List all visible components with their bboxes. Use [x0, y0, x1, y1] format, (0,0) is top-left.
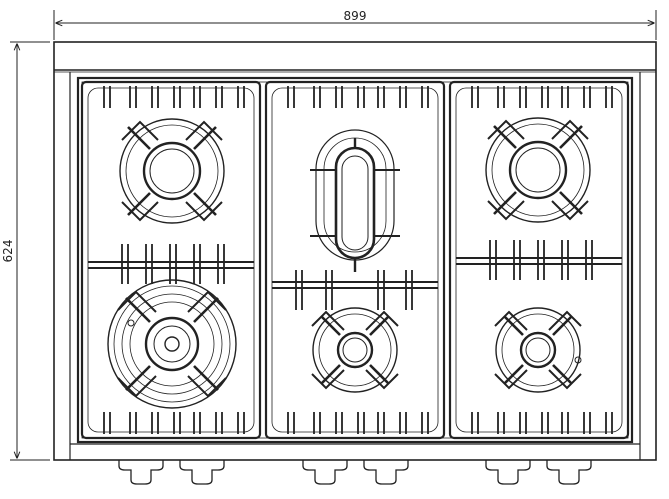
grate-finger-bottom — [335, 412, 343, 434]
grate-finger-top — [103, 86, 111, 108]
grate-finger-bottom — [173, 412, 181, 434]
grate-finger-mid — [217, 244, 225, 284]
grate-cross-bars — [88, 257, 622, 289]
grate-finger-top — [129, 86, 137, 108]
grate-finger-top — [173, 86, 181, 108]
grate-finger-mid — [585, 240, 593, 280]
grate-finger-mid — [405, 270, 413, 310]
depth-dimension-label: 624 — [1, 240, 15, 263]
grate-finger-bottom — [497, 412, 505, 434]
grate-finger-top — [497, 86, 505, 108]
grate-finger-bottom — [129, 412, 137, 434]
grate-finger-top — [377, 86, 385, 108]
grate-finger-mid — [295, 270, 303, 310]
grate-left — [80, 80, 262, 440]
grate-finger-bottom — [313, 412, 321, 434]
grate-fingers — [103, 86, 613, 434]
burner-rear-right — [485, 117, 591, 223]
control-knob[interactable] — [546, 460, 592, 485]
cooktop-body — [53, 41, 657, 461]
grate-finger-top — [519, 86, 527, 108]
grate-finger-mid — [537, 240, 545, 280]
grate-finger-top — [335, 86, 343, 108]
grate-finger-bottom — [237, 412, 245, 434]
grate-finger-top — [151, 86, 159, 108]
grate-finger-mid — [121, 244, 129, 284]
burner-center-rear-oval — [310, 129, 400, 272]
control-knob[interactable] — [363, 460, 409, 485]
grate-finger-bottom — [399, 412, 407, 434]
grate-finger-mid — [377, 270, 385, 310]
grate-finger-bottom — [287, 412, 295, 434]
grate-finger-top — [313, 86, 321, 108]
grate-finger-mid — [561, 240, 569, 280]
width-dimension-label: 899 — [344, 9, 367, 23]
grate-finger-bottom — [215, 412, 223, 434]
grate-finger-bottom — [103, 412, 111, 434]
control-knob[interactable] — [485, 460, 531, 485]
grate-finger-top — [541, 86, 549, 108]
control-knob[interactable] — [118, 460, 164, 485]
grate-finger-top — [471, 86, 479, 108]
grate-finger-top — [287, 86, 295, 108]
grate-finger-bottom — [357, 412, 365, 434]
burner-front-left — [107, 279, 237, 409]
grate-finger-top — [561, 86, 569, 108]
grate-finger-bottom — [519, 412, 527, 434]
grate-finger-mid — [489, 240, 497, 280]
grate-finger-mid — [513, 240, 521, 280]
control-knob[interactable] — [179, 460, 225, 485]
grate-finger-top — [583, 86, 591, 108]
grate-finger-bottom — [193, 412, 201, 434]
grate-finger-bottom — [421, 412, 429, 434]
grate-finger-top — [605, 86, 613, 108]
grate-finger-top — [399, 86, 407, 108]
grate-finger-mid — [193, 244, 201, 284]
grate-right — [448, 80, 630, 440]
depth-dimension: 624 — [1, 41, 50, 461]
width-dimension: 899 — [53, 9, 657, 40]
grate-finger-bottom — [561, 412, 569, 434]
grate-finger-bottom — [471, 412, 479, 434]
grate-finger-top — [421, 86, 429, 108]
burner-rear-left — [119, 118, 225, 224]
grate-finger-bottom — [377, 412, 385, 434]
burner-center-front — [311, 307, 399, 393]
grate-finger-top — [193, 86, 201, 108]
grate-finger-mid — [325, 270, 333, 310]
grate-center — [264, 80, 446, 440]
grate-finger-mid — [145, 244, 153, 284]
grate-finger-bottom — [583, 412, 591, 434]
burner-front-right — [494, 307, 582, 393]
grate-finger-top — [357, 86, 365, 108]
grate-finger-bottom — [151, 412, 159, 434]
control-knob[interactable] — [302, 460, 348, 485]
grate-finger-mid — [169, 244, 177, 284]
grate-finger-top — [237, 86, 245, 108]
grate-finger-bottom — [541, 412, 549, 434]
grate-finger-top — [215, 86, 223, 108]
control-knobs — [118, 460, 592, 485]
grate-finger-bottom — [605, 412, 613, 434]
